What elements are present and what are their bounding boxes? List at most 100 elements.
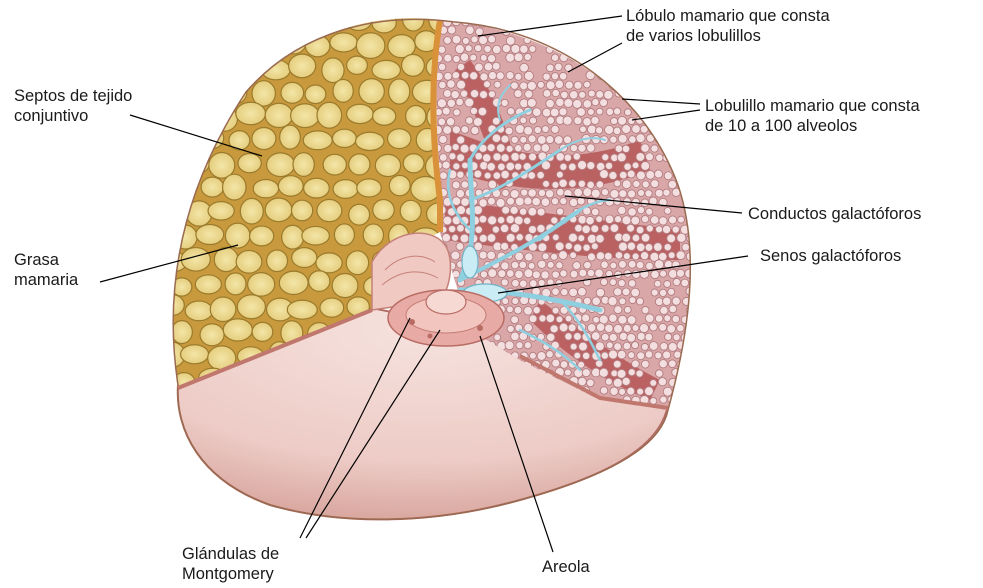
fat-cell: [195, 275, 221, 294]
alveolus: [452, 35, 461, 44]
leader-lobulillo-a: [622, 99, 700, 104]
alveolus: [636, 243, 644, 251]
fat-cell: [169, 132, 195, 153]
fat-cell: [387, 129, 410, 149]
alveolus: [506, 72, 514, 80]
alveolus: [532, 108, 541, 117]
alveolus: [461, 181, 469, 189]
alveolus: [649, 55, 656, 62]
alveolus: [568, 35, 577, 44]
alveolus: [610, 279, 617, 286]
alveolus: [506, 233, 515, 242]
alveolus: [524, 306, 533, 315]
alveolus: [596, 323, 605, 332]
fat-cell: [159, 10, 180, 30]
alveolus: [551, 217, 558, 224]
alveolus: [622, 233, 631, 242]
alveolus: [637, 352, 645, 360]
alveolus: [685, 53, 694, 62]
alveolus: [695, 108, 702, 115]
alveolus: [645, 62, 654, 71]
alveolus: [466, 26, 475, 35]
alveolus: [442, 233, 451, 242]
alveolus: [556, 208, 563, 215]
alveolus: [524, 126, 533, 135]
fat-cell: [253, 179, 278, 197]
alveolus: [641, 162, 650, 171]
alveolus: [695, 270, 704, 279]
alveolus: [565, 333, 572, 340]
alveolus: [443, 90, 451, 98]
fat-cell: [315, 10, 345, 30]
alveolus: [552, 89, 559, 96]
alveolus: [655, 260, 664, 269]
alveolus: [642, 306, 649, 313]
alveolus: [606, 342, 613, 349]
alveolus: [511, 316, 519, 324]
alveolus: [628, 280, 635, 287]
alveolus: [511, 261, 519, 269]
fat-cell: [334, 224, 354, 246]
alveolus: [656, 154, 664, 162]
alveolus: [574, 244, 582, 252]
alveolus: [587, 144, 595, 152]
alveolus: [669, 144, 676, 151]
fat-cell: [292, 248, 317, 268]
alveolus: [659, 88, 668, 97]
fat-cell: [265, 198, 292, 222]
fat-cell: [236, 250, 262, 273]
fat-cell: [281, 82, 304, 103]
alveolus: [601, 333, 609, 341]
alveolus: [592, 28, 599, 35]
alveolus: [641, 89, 650, 98]
alveolus: [537, 352, 546, 361]
alveolus: [447, 80, 455, 88]
alveolus: [672, 63, 679, 70]
alveolus: [461, 198, 470, 207]
fat-cell: [282, 225, 304, 249]
alveolus: [452, 234, 459, 241]
alveolus: [636, 134, 645, 143]
alveolus: [587, 269, 594, 276]
alveolus: [689, 81, 697, 89]
alveolus: [689, 279, 698, 288]
alveolus: [532, 197, 540, 205]
alveolus: [615, 216, 622, 223]
alveolus: [514, 306, 522, 314]
alveolus: [552, 234, 559, 241]
alveolus: [552, 271, 559, 278]
alveolus: [685, 397, 692, 404]
alveolus: [613, 127, 621, 135]
alveolus: [560, 361, 568, 369]
alveolus: [501, 135, 509, 143]
alveolus: [583, 188, 592, 197]
alveolus: [605, 378, 612, 385]
alveolus: [541, 198, 550, 207]
alveolus: [614, 288, 622, 296]
alveolus: [560, 198, 567, 205]
alveolus: [457, 154, 465, 162]
alveolus: [609, 63, 616, 70]
alveolus: [444, 54, 452, 62]
alveolus: [636, 153, 645, 162]
fat-cell: [210, 297, 236, 322]
fat-cell: [186, 8, 207, 33]
alveolus: [659, 72, 667, 80]
alveolus: [582, 314, 590, 322]
alveolus: [677, 324, 684, 331]
alveolus: [692, 298, 699, 305]
alveolus: [541, 271, 549, 279]
fat-cell: [320, 298, 344, 317]
alveolus: [443, 126, 452, 135]
alveolus: [651, 289, 658, 296]
alveolus: [574, 188, 583, 197]
alveolus: [444, 72, 452, 80]
alveolus: [537, 28, 545, 36]
alveolus: [646, 208, 653, 215]
alveolus: [529, 153, 537, 161]
fat-cell: [347, 56, 368, 74]
fat-cell: [181, 345, 209, 364]
alveolus: [685, 162, 693, 170]
alveolus: [622, 180, 631, 189]
alveolus: [502, 206, 510, 214]
